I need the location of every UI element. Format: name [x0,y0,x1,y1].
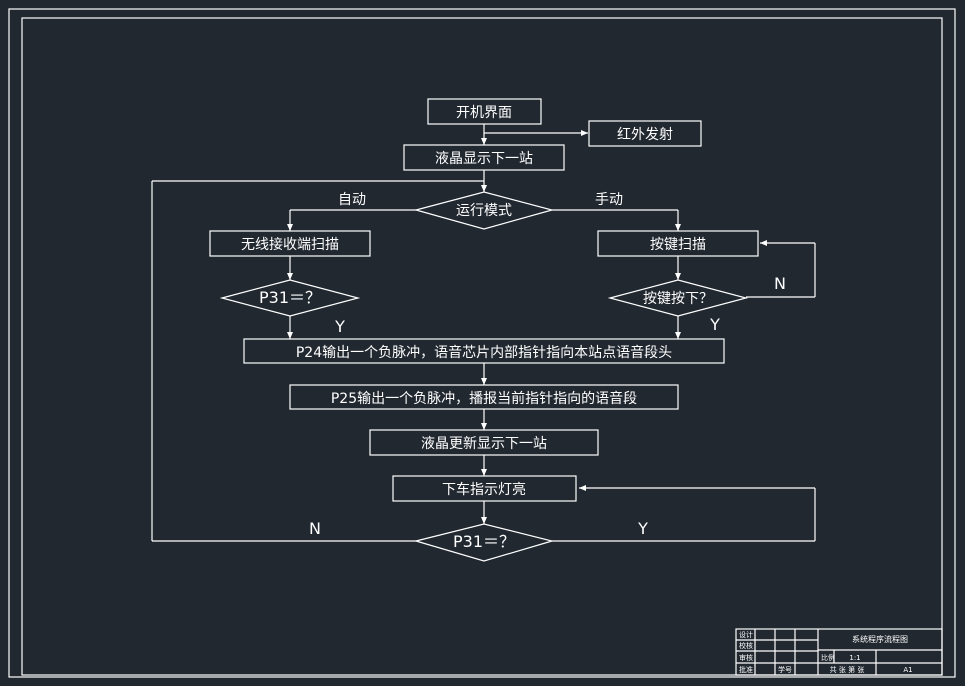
label-y-left: Y [334,317,345,336]
svg-text:P24输出一个负脉冲，语音芯片内部指针指向本站点语音段头: P24输出一个负脉冲，语音芯片内部指针指向本站点语音段头 [296,344,672,361]
label-auto: 自动 [338,192,366,208]
svg-text:液晶更新显示下一站: 液晶更新显示下一站 [421,436,547,452]
node-p31-decision-1: P31＝？ [219,279,361,317]
label-y-bottom: Y [637,519,648,538]
label-n-bottom: N [309,519,321,538]
node-light: 下车指示灯亮 [392,475,577,502]
tb-sheets: 共 张 第 张 [830,665,865,674]
tb-title: 系统程序流程图 [852,634,908,644]
title-block: 设计 校核 审核 批准 学号 系统程序流程图 比例 1:1 共 张 第 张 A1 [735,628,943,676]
tb-scale-label: 比例 [821,653,835,662]
node-lcd-next: 液晶显示下一站 [403,144,565,171]
node-lcd-update: 液晶更新显示下一站 [369,429,599,456]
svg-text:P31＝？: P31＝？ [453,532,515,551]
label-manual: 手动 [595,192,623,208]
tb-draw: 校核 [739,641,753,650]
svg-text:按键扫描: 按键扫描 [650,237,706,253]
svg-text:开机界面: 开机界面 [456,105,512,121]
svg-text:运行模式: 运行模式 [456,203,512,219]
tb-student-no: 学号 [778,665,792,674]
svg-text:无线接收端扫描: 无线接收端扫描 [241,236,339,253]
svg-text:P25输出一个负脉冲，播报当前指针指向的语音段: P25输出一个负脉冲，播报当前指针指向的语音段 [331,390,637,407]
node-ir: 红外发射 [588,120,702,147]
node-p31-decision-2: P31＝？ [413,523,555,562]
svg-text:按键按下？: 按键按下？ [643,291,713,307]
node-mode: 运行模式 [413,191,555,230]
tb-scale: 1:1 [849,654,860,662]
node-keyscan: 按键扫描 [597,230,759,257]
label-y-right: Y [709,315,720,334]
tb-size: A1 [903,666,912,674]
label-n-key: N [774,274,786,293]
node-boot: 开机界面 [427,98,542,125]
inner-frame [21,17,943,676]
svg-text:液晶显示下一站: 液晶显示下一站 [435,151,533,167]
outer-frame [8,8,956,678]
tb-review: 审核 [739,653,753,662]
svg-text:红外发射: 红外发射 [617,127,673,143]
arrowheads [287,130,767,524]
tb-design: 设计 [739,630,753,639]
tb-approve: 批准 [739,665,753,674]
node-wireless: 无线接收端扫描 [209,230,371,257]
svg-text:下车指示灯亮: 下车指示灯亮 [442,481,526,498]
node-p25: P25输出一个负脉冲，播报当前指针指向的语音段 [289,384,679,410]
svg-text:P31＝？: P31＝？ [259,288,321,307]
node-key-decision: 按键按下？ [607,279,749,317]
node-p24: P24输出一个负脉冲，语音芯片内部指针指向本站点语音段头 [243,338,725,364]
